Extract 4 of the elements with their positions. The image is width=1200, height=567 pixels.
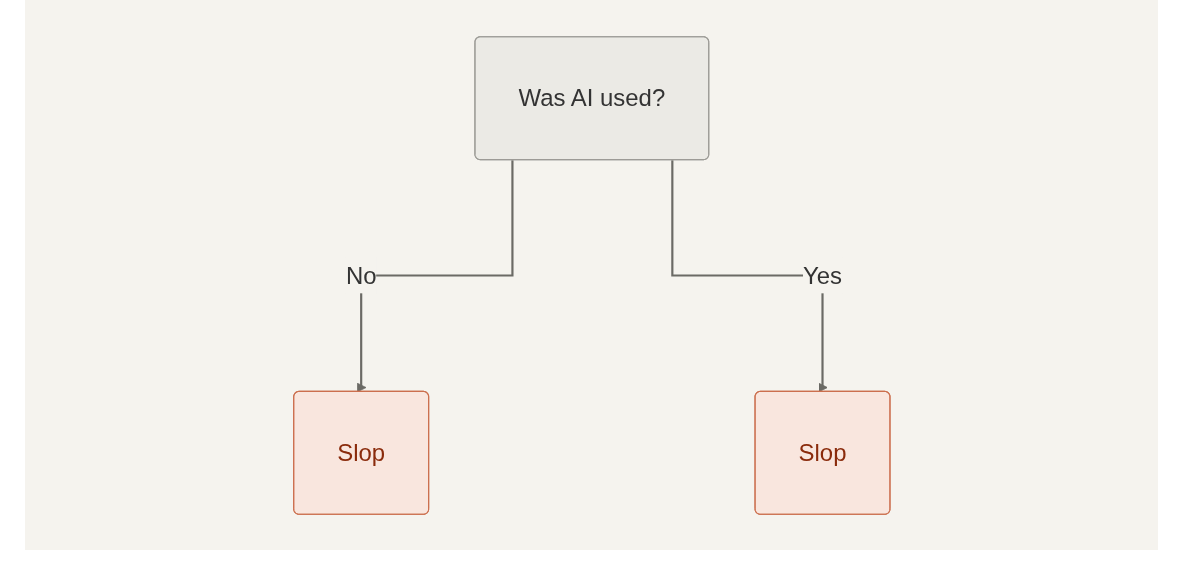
edge-label: No: [345, 261, 377, 289]
edge-label: Yes: [802, 261, 842, 289]
arrow: [356, 159, 514, 392]
arrow: [670, 159, 828, 392]
